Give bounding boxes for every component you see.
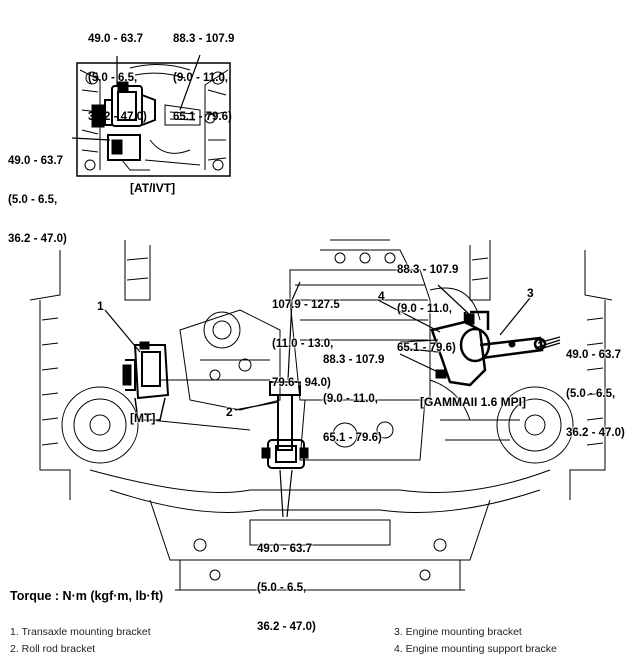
legend-item-4: 4. Engine mounting support bracke (394, 643, 557, 655)
legend-title: Torque : N·m (kgf·m, lb·ft) (10, 589, 164, 603)
caption-at-ivt: [AT/IVT] (130, 181, 176, 195)
torque-line: 49.0 - 63.7 (566, 349, 621, 361)
torque-line: 65.1 - 79.6) (397, 342, 456, 354)
torque-line: 65.1 - 79.6) (173, 111, 232, 123)
torque-top-mid-left: 49.0 - 63.7 (5.0 - 6.5, 36.2 - 47.0) (8, 129, 67, 259)
main-engine-drawing (29, 239, 613, 591)
torque-line: 49.0 - 63.7 (257, 543, 312, 555)
caption-mt: [MT] (130, 411, 156, 425)
torque-line: 65.1 - 79.6) (323, 432, 382, 444)
torque-line: (5.0 - 6.5, (566, 388, 616, 400)
torque-line: 36.2 - 47.0) (257, 621, 316, 633)
caption-gamma-engine: [GAMMAII 1.6 MPI] (420, 395, 527, 409)
torque-line: 88.3 - 107.9 (323, 354, 385, 366)
torque-line: (9.0 - 11.0, (397, 303, 452, 315)
torque-line: (9.0 - 11.0, (173, 72, 228, 84)
callout-4: 4 (378, 289, 385, 303)
torque-main-center: 88.3 - 107.9 (9.0 - 11.0, 65.1 - 79.6) (323, 328, 384, 458)
torque-main-center-upper: 107.9 - 127.5 (11.0 - 13.0, 79.6 - 94.0) (272, 273, 340, 403)
torque-line: 49.0 - 63.7 (88, 33, 143, 45)
torque-line: 79.6 - 94.0) (272, 377, 331, 389)
torque-line: 88.3 - 107.9 (397, 264, 459, 276)
torque-line: 36.2 - 47.0) (566, 427, 625, 439)
torque-top-left: 49.0 - 63.7 (5.0 - 6.5, 36.2 - 47.0) (88, 7, 147, 137)
torque-line: 36.2 - 47.0) (8, 233, 67, 245)
torque-line: 107.9 - 127.5 (272, 299, 340, 311)
legend-item-1: 1. Transaxle mounting bracket (10, 626, 151, 638)
torque-line: 49.0 - 63.7 (8, 155, 63, 167)
torque-line: (11.0 - 13.0, (272, 338, 334, 350)
torque-top-right: 88.3 - 107.9 (9.0 - 11.0, 65.1 - 79.6) (173, 7, 234, 137)
callout-2: 2 (226, 405, 233, 419)
torque-line: (5.0 - 6.5, (8, 194, 58, 206)
torque-main-right: 49.0 - 63.7 (5.0 - 6.5, 36.2 - 47.0) (566, 323, 625, 453)
torque-main-top-right: 88.3 - 107.9 (9.0 - 11.0, 65.1 - 79.6) (397, 238, 458, 368)
torque-line: 36.2 - 47.0) (88, 111, 147, 123)
callout-1: 1 (97, 299, 104, 313)
torque-line: (5.0 - 6.5, (257, 582, 307, 594)
torque-line: (9.0 - 11.0, (323, 393, 378, 405)
legend-item-3: 3. Engine mounting bracket (394, 626, 522, 638)
torque-line: (5.0 - 6.5, (88, 72, 138, 84)
callout-3: 3 (527, 286, 534, 300)
top-inset-drawing (71, 54, 231, 177)
legend-item-2: 2. Roll rod bracket (10, 643, 96, 655)
torque-main-bottom: 49.0 - 63.7 (5.0 - 6.5, 36.2 - 47.0) (257, 517, 316, 647)
torque-line: 88.3 - 107.9 (173, 33, 235, 45)
